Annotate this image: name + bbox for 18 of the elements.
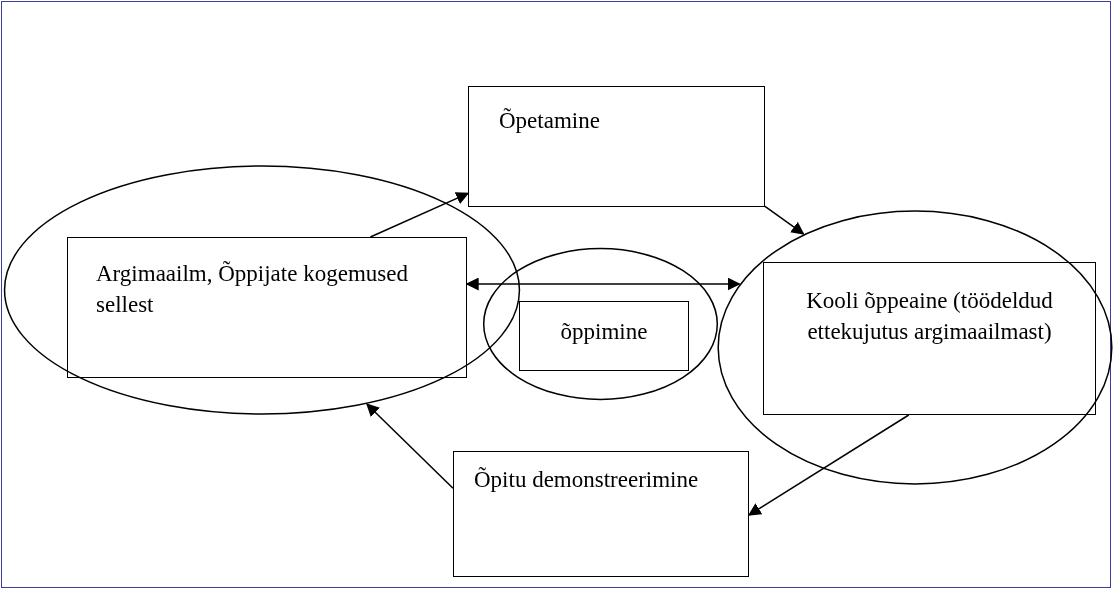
text-box [468, 86, 765, 207]
ellipse-outline [3, 165, 521, 415]
node-text: Õpitu demonstreerimine [473, 466, 700, 494]
text-box [519, 301, 689, 371]
arrow [366, 403, 454, 490]
node-text: Kooli õppeaine (töödeldud ettekujutus argimaailmast) [805, 287, 1054, 347]
text-box [67, 237, 467, 378]
node-text: Õpetamine [498, 107, 601, 135]
node-text: õppimine [559, 318, 649, 346]
node-text: Argimaailm, Õppijate kogemused sellest [95, 260, 409, 320]
text-box [453, 451, 749, 577]
arrow [369, 192, 470, 238]
text-box [763, 262, 1096, 415]
ellipse-outline [483, 248, 718, 400]
arrow [465, 277, 741, 291]
arrow [764, 205, 805, 235]
ellipse-outline [717, 210, 1113, 485]
arrow [747, 414, 910, 516]
